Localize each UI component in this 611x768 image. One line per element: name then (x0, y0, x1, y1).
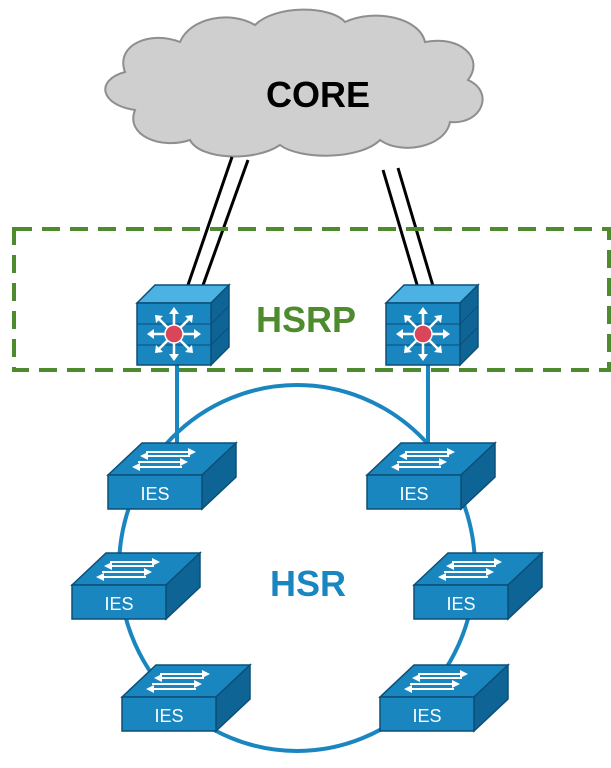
core-uplinks (186, 156, 435, 289)
ies-label: IES (412, 706, 441, 726)
workgroup-switch-icon (366, 442, 496, 510)
workgroup-switch-icon (107, 442, 237, 510)
ies-label: IES (104, 594, 133, 614)
ies-label: IES (446, 594, 475, 614)
core-cloud-icon: CORE (104, 8, 484, 158)
ies-switch: IES (366, 442, 496, 510)
multilayer-switch-icon (135, 283, 231, 367)
workgroup-switch-icon (379, 664, 509, 732)
distribution-downlinks (175, 350, 430, 452)
ies-switch: IES (379, 664, 509, 732)
ies-switch: IES (121, 664, 251, 732)
core-label: CORE (266, 74, 370, 115)
workgroup-switch-icon (71, 552, 201, 620)
hsrp-label: HSRP (256, 299, 356, 340)
ies-label: IES (140, 484, 169, 504)
workgroup-switch-icon (121, 664, 251, 732)
ies-label: IES (399, 484, 428, 504)
hsr-label: HSR (270, 563, 346, 604)
workgroup-switch-icon (413, 552, 543, 620)
multilayer-switch-icon (384, 283, 480, 367)
ies-switch: IES (71, 552, 201, 620)
hsrp-group-box (12, 227, 611, 372)
ies-switch: IES (107, 442, 237, 510)
ies-switch: IES (413, 552, 543, 620)
ies-label: IES (154, 706, 183, 726)
